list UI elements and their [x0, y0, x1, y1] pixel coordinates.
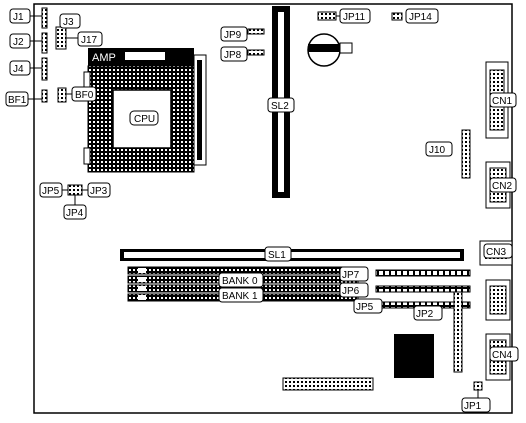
jp3-label: JP3: [90, 186, 108, 197]
bottom-header: [282, 377, 374, 391]
j10-label: J10: [429, 145, 446, 156]
jp8-label: JP8: [224, 50, 242, 61]
sl2-label: SL2: [271, 101, 289, 112]
cn1-label: CN1: [492, 96, 512, 107]
cpu-socket: AMP: [83, 48, 207, 173]
parallel-connector: [485, 279, 511, 321]
jp6-header: [375, 285, 471, 293]
j10-header: [461, 129, 471, 179]
jp6-label: JP6: [342, 286, 360, 297]
j2-label: J2: [13, 37, 24, 48]
jp9-label: JP9: [224, 30, 242, 41]
j1-label: J1: [13, 12, 24, 23]
j3-label: J3: [63, 17, 74, 28]
jp345-header: [67, 184, 83, 196]
jp8-header: [247, 49, 265, 56]
j17-label: J17: [81, 35, 98, 46]
battery: [307, 33, 353, 67]
jp14-header: [391, 12, 403, 21]
cn4-label: CN4: [492, 350, 512, 361]
bank0-label: BANK 0: [222, 276, 258, 287]
jp5-label: JP5: [42, 186, 60, 197]
j4-label: J4: [13, 64, 24, 75]
cpu-label: CPU: [134, 114, 155, 125]
jp4-label: JP4: [66, 208, 84, 219]
cpu-label-box: [129, 110, 159, 126]
jp9-header: [247, 28, 265, 35]
chipset: [394, 334, 434, 378]
cn2-label: CN2: [492, 181, 512, 192]
jp2-header: [453, 291, 463, 373]
bf0-label: BF0: [75, 90, 94, 101]
jp1-label: JP1: [464, 401, 482, 412]
jp2-label: JP2: [416, 309, 434, 320]
jp1-header: [473, 381, 483, 391]
jp11-label: JP11: [343, 12, 365, 23]
jp7-label: JP7: [342, 270, 360, 281]
jp14-label: JP14: [409, 12, 432, 23]
bf1-label: BF1: [8, 95, 27, 106]
socket-brand-label: AMP: [92, 52, 116, 64]
jp11-header: [317, 11, 337, 21]
jp7-header: [375, 269, 471, 277]
sl1-slot: [120, 249, 464, 261]
jp5b-label: JP5: [356, 302, 374, 313]
cn3-label: CN3: [486, 247, 506, 258]
sl1-label: SL1: [268, 250, 286, 261]
bank1-label: BANK 1: [222, 291, 258, 302]
left-jumpers: [28, 7, 78, 103]
